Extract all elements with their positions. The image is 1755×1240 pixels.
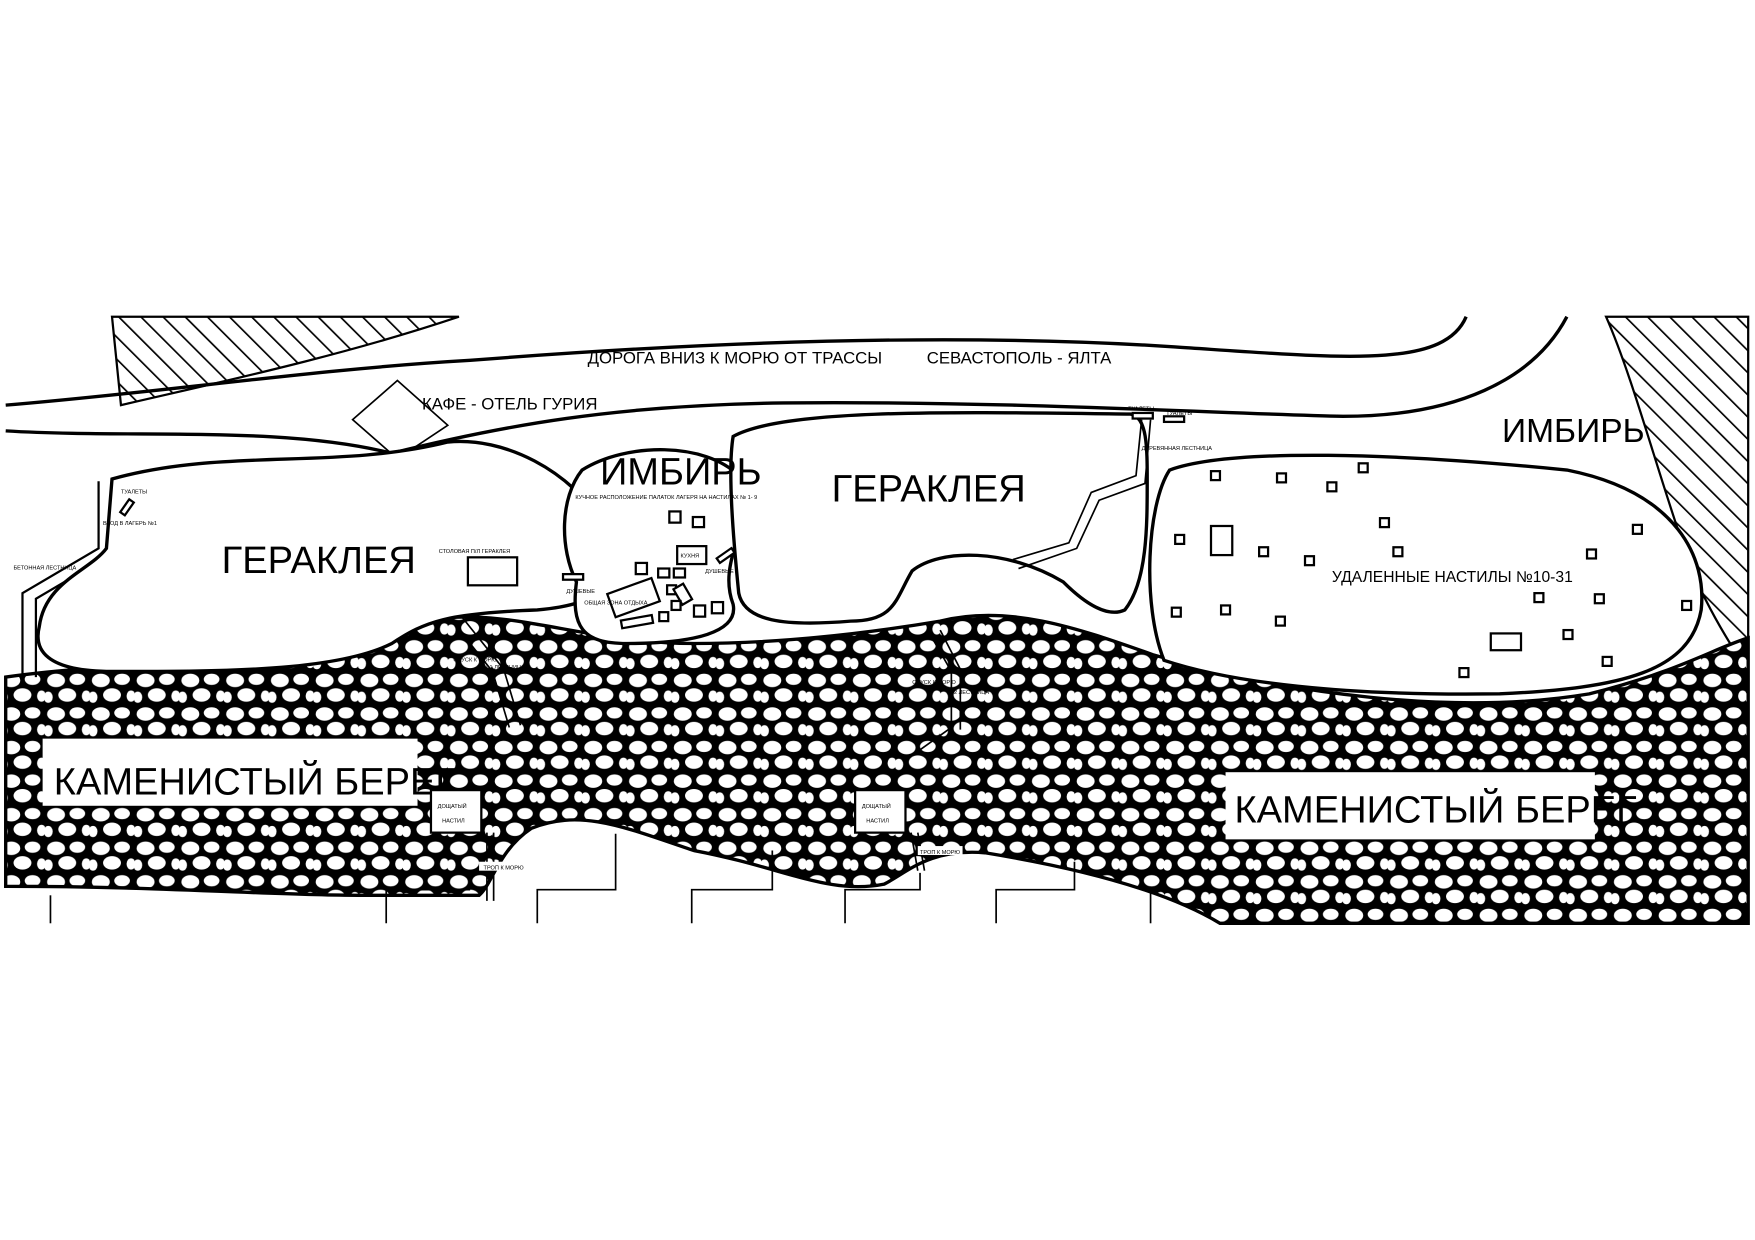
wooden-deck-2: [853, 788, 907, 834]
zone-heraclea-center: [729, 410, 1149, 625]
wooden-deck-1: [429, 788, 483, 834]
shore-label-right: КАМЕНИСТЫЙ БЕРЕГ: [1235, 787, 1637, 832]
toilets-right-1-label: ТУАЛЕТЫ: [1128, 407, 1154, 413]
toilets-right-2: [1162, 415, 1186, 424]
zone-heraclea-left: [36, 439, 615, 674]
road-edge-upper: [5, 316, 1468, 407]
cafe-label: КАФЕ - ОТЕЛЬ ГУРИЯ: [422, 395, 597, 414]
path-to-sea-1-label: ТРОП К МОРЮ: [484, 866, 524, 872]
tent: [692, 604, 707, 618]
road-label-2: СЕВАСТОПОЛЬ - ЯЛТА: [927, 349, 1112, 368]
dining-label: СТОЛОВАЯ П/Л ГЕРАКЛЕЯ: [439, 549, 510, 555]
toilets-left: [118, 497, 136, 517]
toilets-right-1: [1131, 411, 1154, 420]
tent: [710, 600, 725, 615]
deck-2-label-b: НАСТИЛ: [866, 819, 889, 825]
tent: [670, 599, 682, 612]
descent-1-label: СПУСК К МОРЮ: [453, 657, 497, 663]
zone-imbir-right-label: ИМБИРЬ: [1502, 413, 1645, 450]
descent-stairs-2: [919, 629, 962, 751]
remote-decks-label: УДАЛЕННЫЕ НАСТИЛЫ №10-31: [1332, 569, 1573, 586]
descent-1-label-b: №1 ЛЕСТНИЦА: [484, 665, 525, 671]
tent: [672, 567, 687, 579]
tent: [658, 611, 670, 623]
showers-1: [561, 572, 585, 581]
road-edge-lower: [5, 315, 1569, 455]
path-to-sea-2-label: ТРОП К МОРЮ: [920, 850, 960, 856]
toilets-left-label: ТУАЛЕТЫ: [121, 490, 147, 496]
zone-imbir-center-label: ИМБИРЬ: [600, 452, 762, 494]
descent-stairs-1: [447, 612, 522, 728]
zone-heraclea-center-label: ГЕРАКЛЕЯ: [832, 468, 1026, 510]
shore-label-left: КАМЕНИСТЫЙ БЕРЕГ: [54, 759, 456, 804]
wooden-stairs-label: ДЕРЕВЯННАЯ ЛЕСТНИЦА: [1142, 446, 1213, 452]
common-area: [605, 576, 662, 619]
shore-label-box-right: [1225, 772, 1595, 840]
kitchen-label: КУХНЯ: [681, 553, 700, 559]
descent-2-label: СПУСК К МОРЮ: [912, 680, 956, 686]
common-area-label: ОБЩАЯ ЗОНА ОТДЫХА: [584, 600, 647, 606]
road-label: ДОРОГА ВНИЗ К МОРЮ ОТ ТРАССЫ: [588, 349, 883, 368]
deck-2-label-a: ДОЩАТЫЙ: [862, 802, 891, 810]
cafe-building: [351, 379, 450, 460]
hatched-slope-left: [110, 315, 460, 407]
zone-heraclea-left-label: ГЕРАКЛЕЯ: [222, 540, 416, 582]
entrance-label: ВХОД В ЛАГЕРЬ №1: [103, 521, 157, 527]
showers-1-label: ДУШЕВЫЕ: [566, 589, 595, 595]
remote-decks: [1170, 462, 1693, 679]
concrete-stairs-label: БЕТОННАЯ ЛЕСТНИЦА: [14, 566, 77, 572]
toilets-right-2-label: ТУАЛЕТЫ: [1166, 411, 1192, 417]
tents-layout-label: КУЧНОЕ РАСПОЛОЖЕНИЕ ПАЛАТОК ЛАГЕРЯ НА НА…: [575, 495, 757, 501]
showers-2: [715, 546, 737, 565]
tent: [634, 561, 649, 576]
tent: [671, 582, 694, 607]
deck-1-label-b: НАСТИЛ: [442, 819, 465, 825]
tent: [657, 567, 671, 579]
tent: [691, 515, 706, 529]
tent: [668, 510, 682, 524]
shore-label-box-left: [42, 738, 418, 806]
bench: [619, 613, 655, 630]
showers-2-label: ДУШЕВЫЕ: [705, 569, 734, 575]
deck-1-label-a: ДОЩАТЫЙ: [438, 802, 467, 810]
wooden-stairs: [1012, 419, 1152, 570]
pier-lines: [49, 833, 1750, 924]
kitchen: [676, 545, 708, 566]
descent-2-label-b: №2 ЛЕСТНИЦА: [948, 690, 989, 696]
dining-hall: [466, 556, 519, 587]
